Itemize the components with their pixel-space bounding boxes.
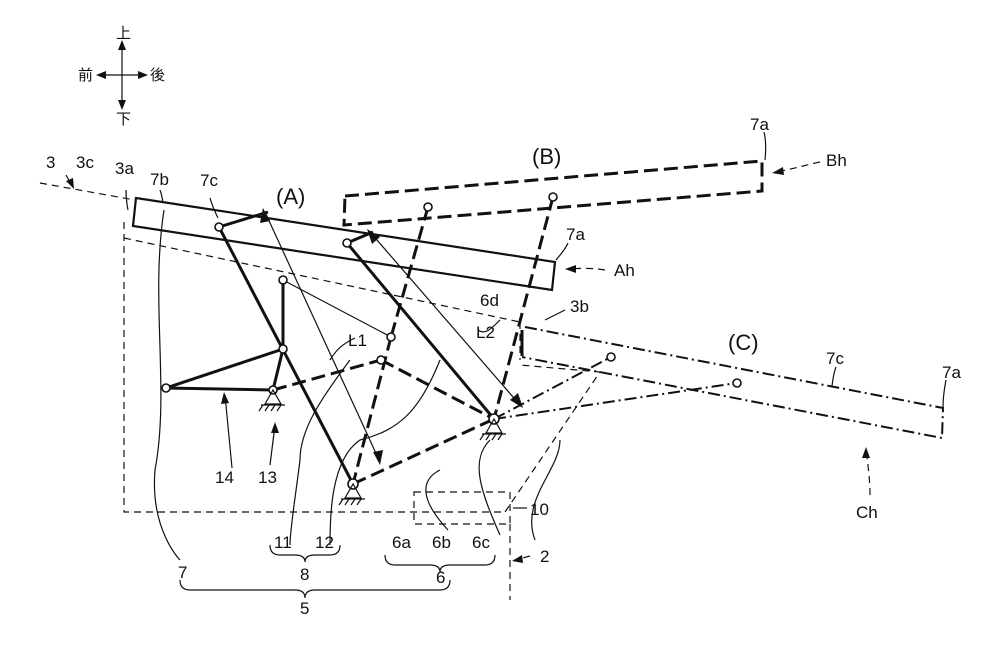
ground-pivots (258, 388, 506, 506)
panel-c (520, 326, 945, 440)
leader-lines (65, 131, 947, 563)
ref-14: 14 (215, 468, 234, 487)
panel-b (342, 159, 764, 227)
direction-up: 上 (116, 24, 131, 42)
state-a-label: (A) (276, 184, 305, 209)
ref-7a-mid: 7a (566, 225, 585, 244)
lever-dashed (272, 196, 738, 486)
joints (161, 192, 742, 490)
ref-7c-left: 7c (200, 171, 218, 190)
direction-back: 後 (150, 66, 165, 84)
ref-3b: 3b (570, 297, 589, 316)
ref-6a: 6a (392, 533, 411, 552)
ref-11: 11 (274, 533, 292, 552)
housing-outline (39, 182, 602, 600)
braces (179, 544, 496, 599)
direction-down: 下 (116, 110, 131, 128)
ref-6d: 6d (480, 291, 499, 310)
ref-l2: L2 (476, 323, 495, 342)
ref-7c-right: 7c (826, 349, 844, 368)
ref-2: 2 (540, 547, 549, 566)
ref-13: 13 (258, 468, 277, 487)
ref-6b: 6b (432, 533, 451, 552)
ref-7a-top: 7a (750, 115, 769, 134)
direction-indicator: 上 下 前 後 (78, 24, 165, 128)
state-c-label: (C) (728, 330, 759, 355)
ref-7a-right: 7a (942, 363, 961, 382)
lever-solid (165, 210, 496, 485)
ref-7b: 7b (150, 170, 169, 189)
state-b-label: (B) (532, 144, 561, 169)
ref-10: 10 (530, 500, 549, 519)
ref-3a: 3a (115, 159, 134, 178)
direction-front: 前 (78, 66, 93, 84)
ref-3: 3 (46, 153, 55, 172)
ref-bh: Bh (826, 151, 847, 170)
ref-ah: Ah (614, 261, 635, 280)
ref-l1: L1 (348, 331, 367, 350)
ref-5: 5 (300, 599, 309, 618)
ref-12: 12 (315, 533, 334, 552)
ref-8: 8 (300, 565, 309, 584)
ref-6c: 6c (472, 533, 490, 552)
ref-7: 7 (178, 563, 187, 582)
dimension-l1-l2 (260, 208, 523, 465)
reference-labels: (A) (B) (C) 3 3a 3b 3c 7 7a 7a 7a 7b 7c … (46, 115, 961, 618)
ref-ch: Ch (856, 503, 878, 522)
ref-3c: 3c (76, 153, 94, 172)
ref-6: 6 (436, 568, 445, 587)
